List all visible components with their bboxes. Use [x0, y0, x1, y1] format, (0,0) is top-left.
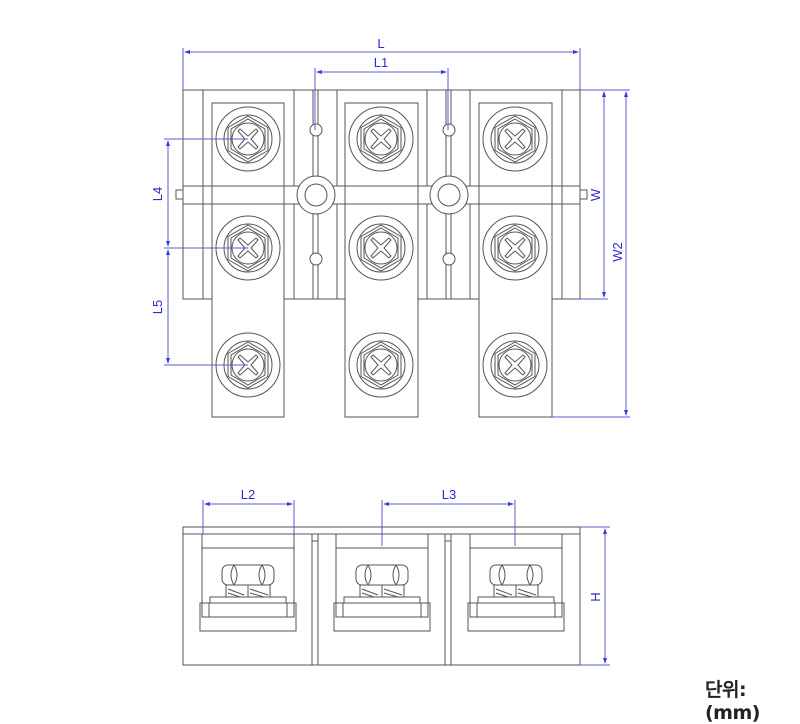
mounting-hole-2 — [429, 175, 469, 215]
top-view — [175, 89, 588, 418]
dim-W2: W2 — [610, 242, 625, 262]
terminal-strap-3 — [478, 102, 553, 418]
terminal-strap-2 — [344, 102, 419, 418]
mounting-hole-1 — [296, 175, 336, 215]
dim-L: L — [377, 36, 384, 51]
unit-label: 단위:(mm) — [705, 679, 760, 724]
dim-L2: L2 — [241, 487, 255, 502]
dim-H: H — [588, 592, 603, 601]
side-view — [182, 526, 581, 666]
terminal-strap-1 — [211, 102, 285, 418]
dim-L5: L5 — [150, 300, 165, 314]
top-view-dimensions: L L1 L4 L5 W W2 — [150, 36, 630, 418]
dim-L1: L1 — [374, 55, 388, 70]
terminal-block-drawing: L L1 L4 L5 W W2 — [150, 36, 630, 666]
dim-L4: L4 — [150, 187, 165, 201]
side-view-dimensions: L2 L3 H — [202, 487, 610, 666]
nut-icon — [467, 564, 565, 632]
dim-W: W — [588, 188, 603, 201]
dim-L3: L3 — [442, 487, 456, 502]
nut-icon — [199, 564, 297, 632]
nut-icon — [333, 564, 431, 632]
